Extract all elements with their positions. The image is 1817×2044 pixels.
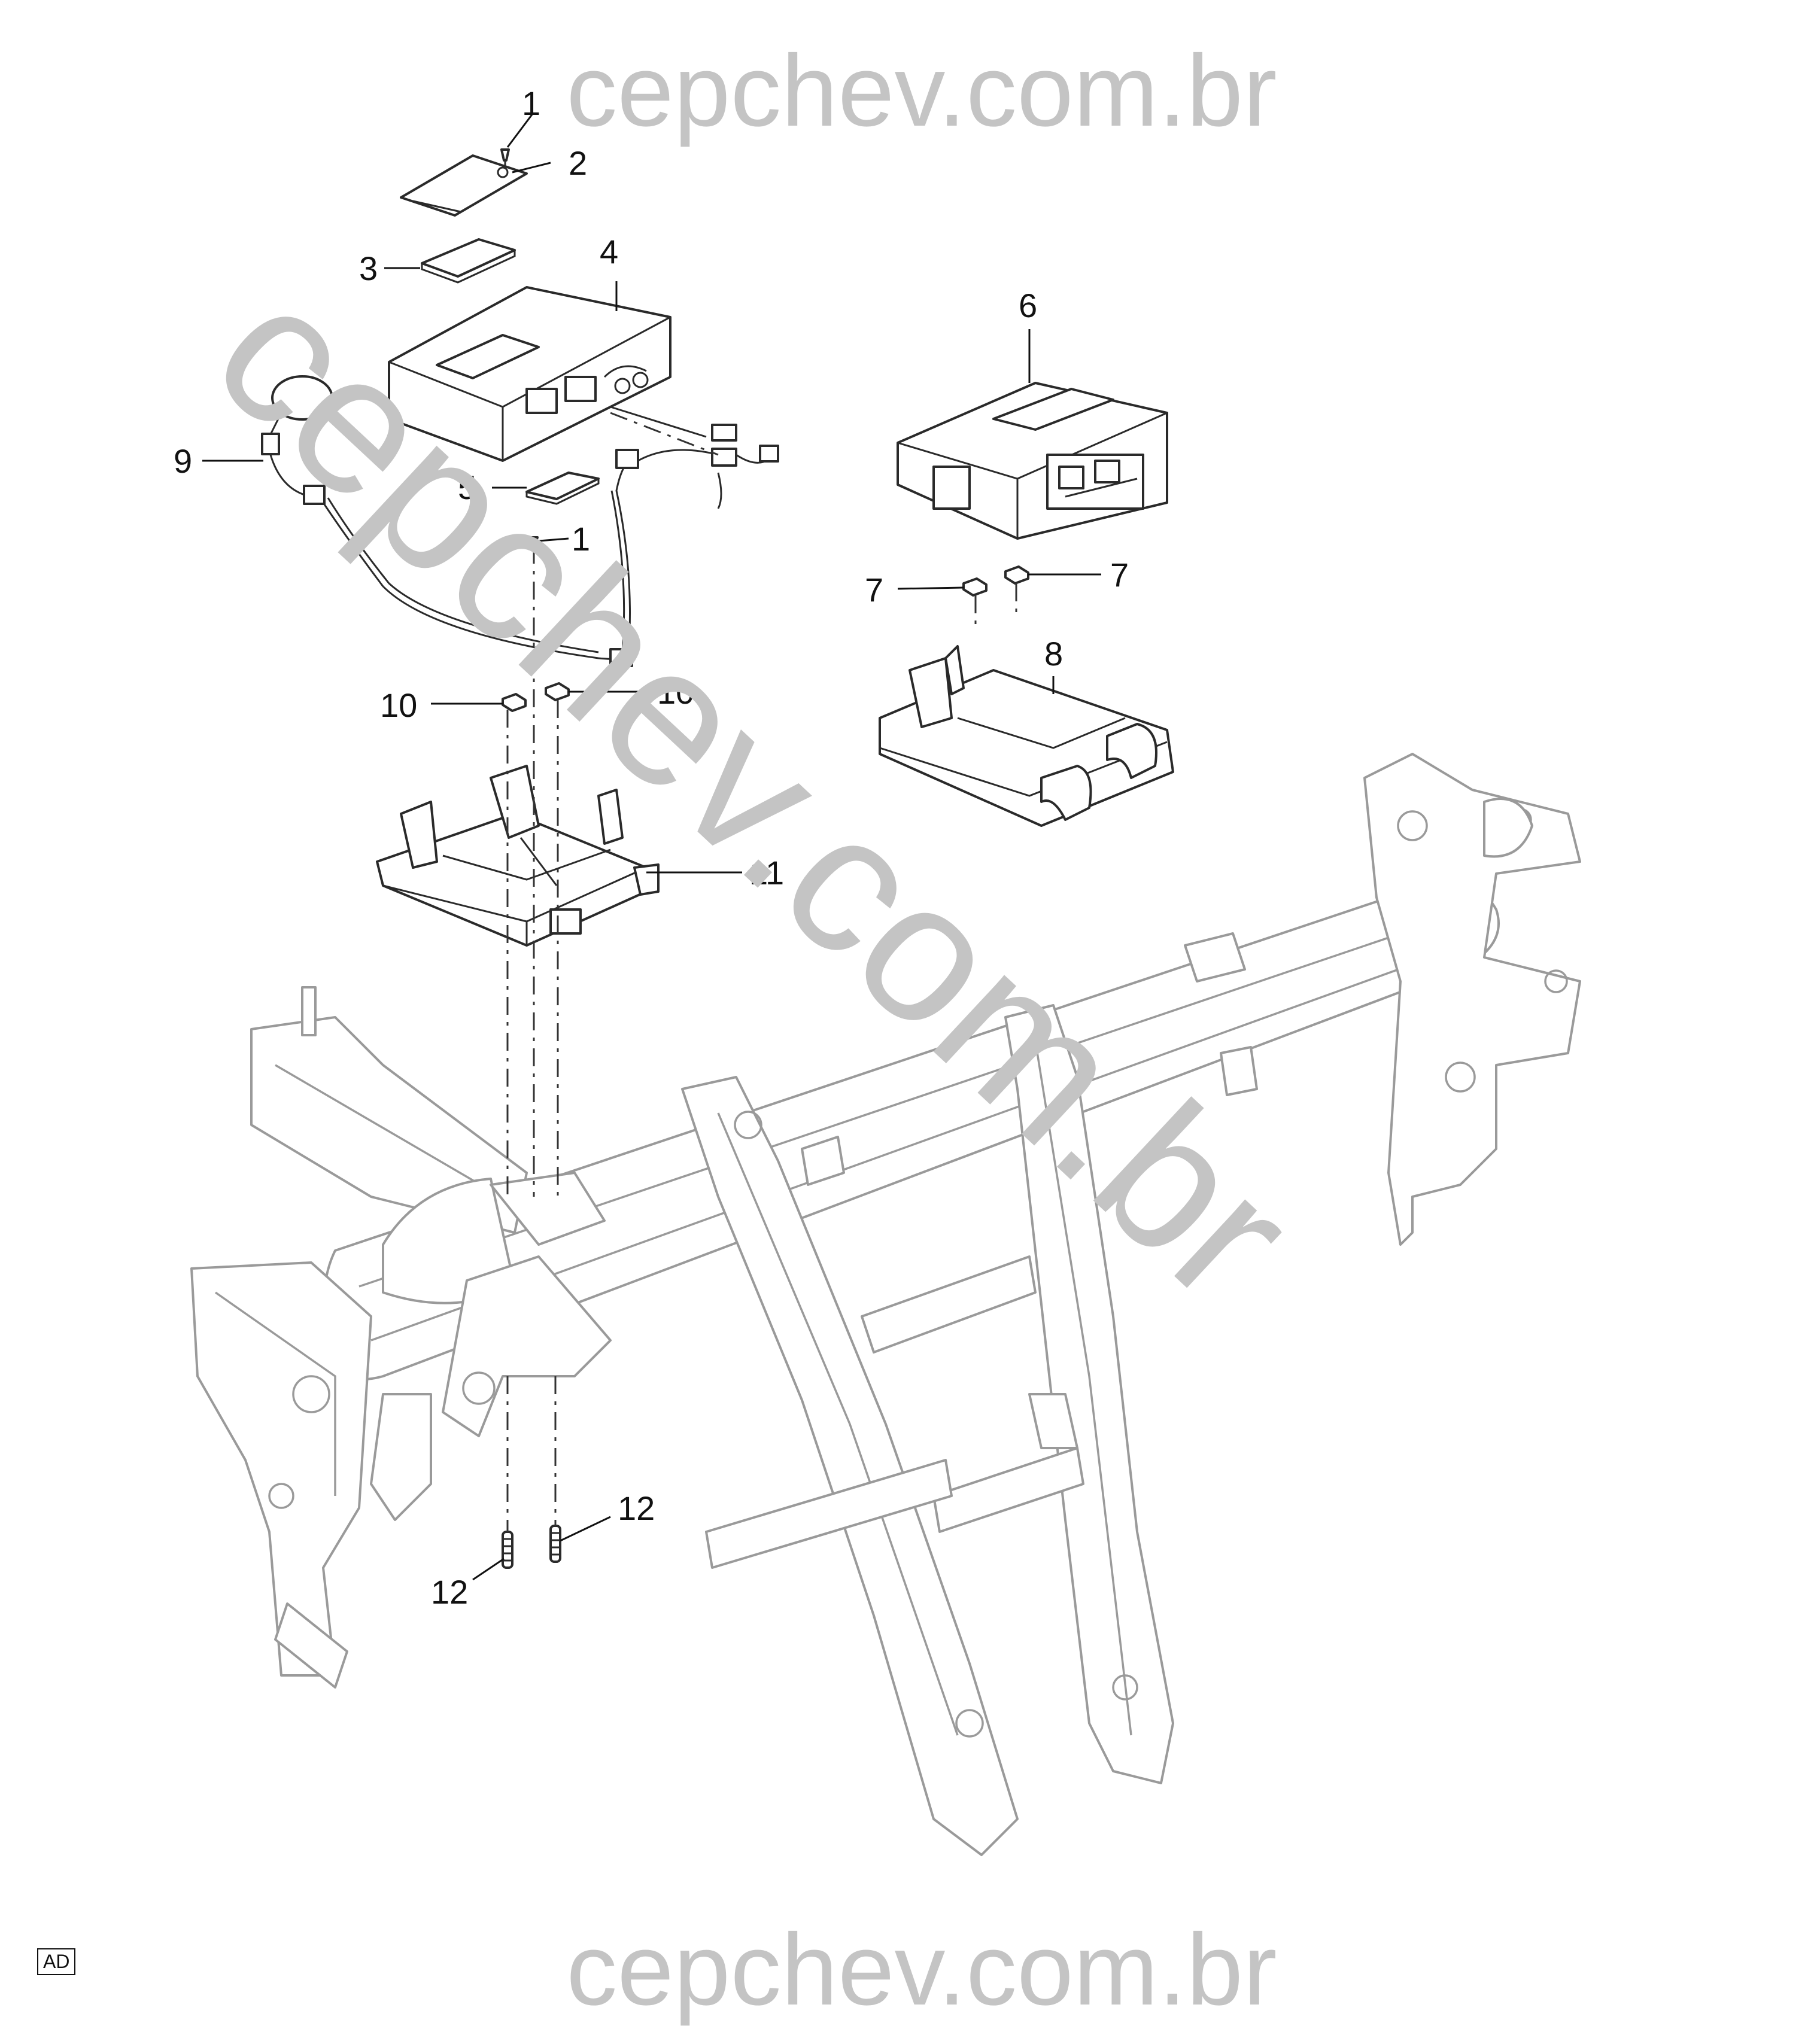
part-7-nut-right	[1004, 565, 1029, 585]
part-6-body-module	[897, 382, 1168, 540]
part-7-nut-left	[962, 577, 988, 597]
part-5-bracket	[525, 472, 600, 505]
callout-1-lower: 1	[572, 520, 590, 558]
watermark-bottom: cepchev.com.br	[566, 1913, 1277, 2027]
part-3-pad	[421, 238, 516, 284]
corner-tag: AD	[37, 1948, 76, 1975]
part-1-screw-top	[500, 148, 510, 168]
cross-car-beam	[190, 753, 1581, 1856]
callout-4: 4	[600, 233, 618, 270]
part-10-nut-left	[502, 693, 527, 712]
callout-10-left: 10	[380, 686, 417, 724]
leader-lines	[202, 113, 1101, 1581]
part-12-stud-right	[549, 1525, 561, 1563]
alignment-lines	[506, 412, 1017, 1532]
callout-12-left: 12	[431, 1573, 468, 1611]
part-1-screw-lower	[529, 536, 539, 547]
part-12-stud-left	[502, 1531, 514, 1569]
callout-6: 6	[1019, 287, 1037, 324]
callout-3: 3	[359, 250, 378, 287]
part-4-control-module	[388, 286, 672, 462]
callout-8: 8	[1044, 635, 1063, 673]
part-9-antenna-harness	[261, 375, 779, 667]
callout-9: 9	[174, 442, 192, 480]
part-10-nut-right	[545, 682, 570, 701]
callout-5: 5	[458, 469, 476, 506]
callout-7-left: 7	[865, 571, 883, 609]
watermark-top: cepchev.com.br	[566, 34, 1277, 148]
callout-2: 2	[569, 144, 587, 182]
part-11-module-tray	[376, 765, 660, 947]
callout-11: 11	[749, 854, 784, 892]
part-8-module-bracket	[879, 645, 1174, 827]
callouts: 1 2 3 4 5 1 6 7 7 8 9 10 10 11 12 12	[174, 84, 1129, 1611]
callout-1-top: 1	[522, 84, 540, 122]
callout-12-right: 12	[618, 1489, 655, 1527]
part-2-cover	[400, 154, 528, 217]
callout-7-right: 7	[1110, 556, 1129, 594]
callout-10-right: 10	[657, 673, 694, 711]
